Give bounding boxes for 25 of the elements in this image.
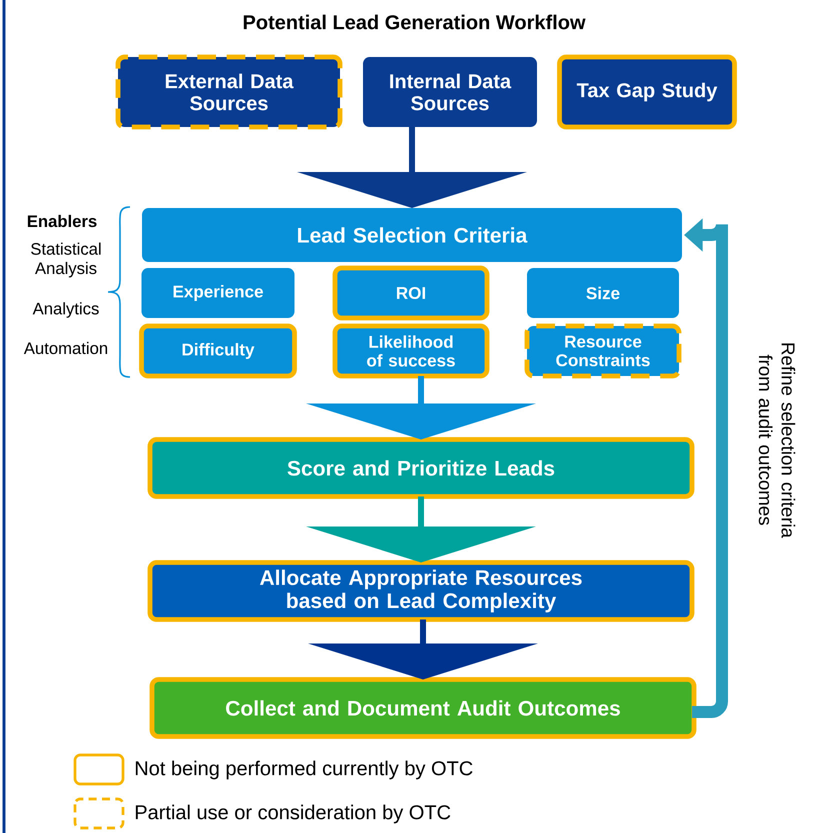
criteria-box: Difficulty bbox=[139, 324, 297, 378]
enabler-label: Statistical Analysis bbox=[31, 242, 101, 278]
title: Potential Lead Generation Workflow bbox=[244, 14, 586, 30]
criteria-box: Likelihood of success bbox=[332, 324, 490, 378]
step-box: Allocate Appropriate Resources based on Lead Complexity bbox=[148, 560, 694, 622]
criteria-box: Experience bbox=[142, 268, 294, 318]
chevron-arrow bbox=[306, 496, 536, 562]
criteria-box: Size bbox=[527, 268, 679, 318]
criteria-box: Resource Constraints bbox=[524, 324, 682, 378]
legend-text: Partial use or consideration by OTC bbox=[136, 804, 450, 824]
enabler-label: Analytics bbox=[32, 302, 99, 318]
source-box: External Data Sources bbox=[116, 54, 342, 130]
chevron-arrow bbox=[308, 620, 538, 680]
step-box: Score and Prioritize Leads bbox=[148, 437, 694, 499]
chevron-arrow bbox=[306, 376, 536, 440]
step-box: Collect and Document Audit Outcomes bbox=[150, 677, 696, 739]
chevron-arrow bbox=[297, 127, 527, 208]
legend-text: Not being performed currently by OTC bbox=[136, 760, 472, 780]
enabler-label: Enablers bbox=[28, 214, 97, 228]
source-box: Tax Gap Study bbox=[557, 54, 737, 130]
enabler-label: Automation bbox=[24, 342, 108, 354]
source-box: Internal Data Sources bbox=[363, 57, 537, 127]
criteria-box: ROI bbox=[332, 266, 490, 320]
criteria-header-box: Lead Selection Criteria bbox=[142, 208, 682, 262]
edge-label: Refine selection criteria from audit outcomes bbox=[757, 338, 797, 542]
